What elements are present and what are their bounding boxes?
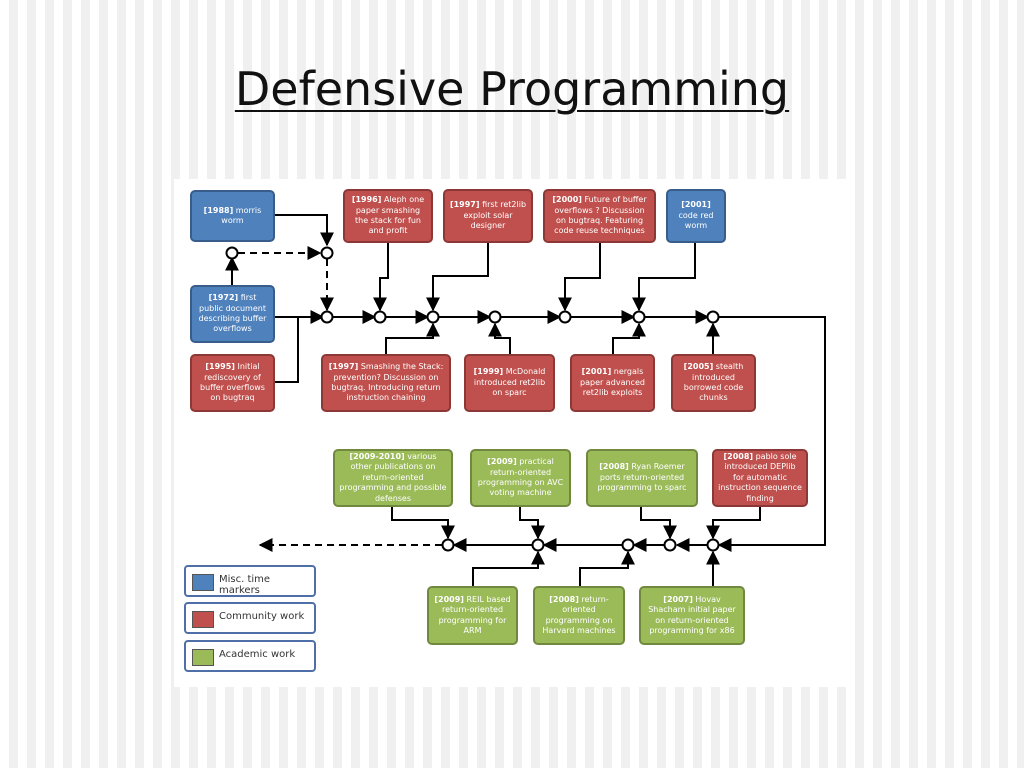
event-1997-first-ret2lib: [1997] first ret2lib exploit solar desig… bbox=[443, 189, 533, 243]
event-2001-nergals-paper: [2001] nergals paper advanced ret2lib ex… bbox=[570, 354, 655, 412]
junction-node bbox=[663, 538, 677, 552]
year-label: [1996] bbox=[351, 195, 382, 205]
title-text: Defensive Programming bbox=[234, 62, 790, 116]
junction-node bbox=[320, 310, 334, 324]
year-label: [1988] bbox=[203, 205, 234, 215]
event-1997-smashing-the-stack-prevention: [1997] Smashing the Stack: prevention? D… bbox=[321, 354, 451, 412]
junction-node bbox=[373, 310, 387, 324]
legend-item-community: Community work bbox=[184, 602, 316, 634]
event-text: practical return-oriented programming on… bbox=[477, 457, 564, 498]
year-label: [2007] bbox=[663, 594, 693, 604]
legend-swatch-misc bbox=[192, 574, 214, 591]
junction-node bbox=[441, 538, 455, 552]
event-2007-hovav-shacham-x86: [2007] Hovav Shacham initial paper on re… bbox=[639, 586, 745, 645]
event-1995-initial-rediscovery: [1995] Initial rediscovery of buffer ove… bbox=[190, 354, 275, 412]
year-label: [2008] bbox=[723, 452, 754, 462]
event-text: Initial rediscovery of buffer overflows … bbox=[200, 362, 265, 403]
junction-node bbox=[558, 310, 572, 324]
event-text: morris worm bbox=[221, 205, 262, 225]
year-label: [1997] bbox=[328, 362, 359, 372]
event-2008-pablo-sole-deplib: [2008] pablo sole introduced DEPlib for … bbox=[712, 449, 808, 507]
event-2001-code-red-worm: [2001] code red worm bbox=[666, 189, 726, 243]
event-2009-2010-other-publications: [2009-2010] various other publications o… bbox=[333, 449, 453, 507]
junction-node bbox=[225, 246, 239, 260]
year-label: [2005] bbox=[683, 362, 714, 372]
legend-item-misc: Misc. time markers bbox=[184, 565, 316, 597]
year-label: [2008] bbox=[549, 594, 579, 604]
junction-node bbox=[621, 538, 635, 552]
event-1972-first-public-document: [1972] first public document describing … bbox=[190, 285, 275, 343]
junction-node bbox=[632, 310, 646, 324]
event-1988-morris-worm: [1988] morris worm bbox=[190, 190, 275, 242]
event-1999-mcdonald-ret2lib-sparc: [1999] McDonald introduced ret2lib on sp… bbox=[464, 354, 555, 412]
legend-label-academic: Academic work bbox=[219, 649, 296, 660]
junction-node bbox=[531, 538, 545, 552]
event-text: various other publications on return-ori… bbox=[339, 452, 447, 503]
event-1996-aleph-one: [1996] Aleph one paper smashing the stac… bbox=[343, 189, 433, 243]
year-label: [2001] bbox=[581, 367, 612, 377]
year-label: [2009] bbox=[487, 457, 517, 467]
event-2009-avc-voting-machine: [2009] practical return-oriented program… bbox=[470, 449, 571, 507]
year-label: [2009] bbox=[434, 594, 464, 604]
event-text: first public document describing buffer … bbox=[198, 293, 267, 334]
year-label: [2009-2010] bbox=[349, 452, 405, 462]
event-2008-ryan-roemer-sparc: [2008] Ryan Roemer ports return-oriented… bbox=[586, 449, 698, 507]
event-text: stealth introduced borrowed code chunks bbox=[683, 362, 744, 403]
legend-item-academic: Academic work bbox=[184, 640, 316, 672]
event-text: Future of buffer overflows ? Discussion … bbox=[554, 195, 647, 236]
year-label: [2000] bbox=[552, 195, 582, 205]
junction-node bbox=[706, 538, 720, 552]
junction-node bbox=[488, 310, 502, 324]
event-2000-future-of-buffer-overflows: [2000] Future of buffer overflows ? Disc… bbox=[543, 189, 656, 243]
legend-swatch-community bbox=[192, 611, 214, 628]
junction-node bbox=[320, 246, 334, 260]
year-label: [2008] bbox=[599, 462, 629, 472]
junction-node bbox=[426, 310, 440, 324]
year-label: [1999] bbox=[473, 367, 504, 377]
event-text: REIL based return-oriented programming f… bbox=[438, 594, 511, 635]
event-2008-harvard-machines: [2008] return-oriented programming on Ha… bbox=[533, 586, 625, 645]
event-text: McDonald introduced ret2lib on sparc bbox=[473, 367, 546, 398]
event-text: return-oriented programming on Harvard m… bbox=[542, 594, 616, 635]
slide-title: Defensive Programming bbox=[0, 62, 1024, 116]
year-label: [2001] bbox=[681, 200, 711, 210]
event-text: pablo sole introduced DEPlib for automat… bbox=[718, 452, 802, 503]
year-label: [1995] bbox=[205, 362, 235, 372]
event-text: first ret2lib exploit solar designer bbox=[463, 200, 527, 231]
legend-label-community: Community work bbox=[219, 611, 305, 622]
year-label: [1972] bbox=[208, 293, 239, 303]
legend-swatch-academic bbox=[192, 649, 214, 666]
event-text: Hovav Shacham initial paper on return-or… bbox=[648, 594, 736, 635]
event-text: Smashing the Stack: prevention? Discussi… bbox=[331, 362, 444, 403]
event-text: Ryan Roemer ports return-oriented progra… bbox=[597, 462, 687, 493]
event-2009-reil-arm: [2009] REIL based return-oriented progra… bbox=[427, 586, 518, 645]
event-text: Aleph one paper smashing the stack for f… bbox=[355, 195, 425, 236]
event-2005-stealth-borrowed-code-chunks: [2005] stealth introduced borrowed code … bbox=[671, 354, 756, 412]
legend-label-misc: Misc. time markers bbox=[219, 574, 271, 596]
event-text: nergals paper advanced ret2lib exploits bbox=[580, 367, 645, 398]
junction-node bbox=[706, 310, 720, 324]
event-text: code red worm bbox=[678, 210, 714, 231]
year-label: [1997] bbox=[449, 200, 480, 210]
